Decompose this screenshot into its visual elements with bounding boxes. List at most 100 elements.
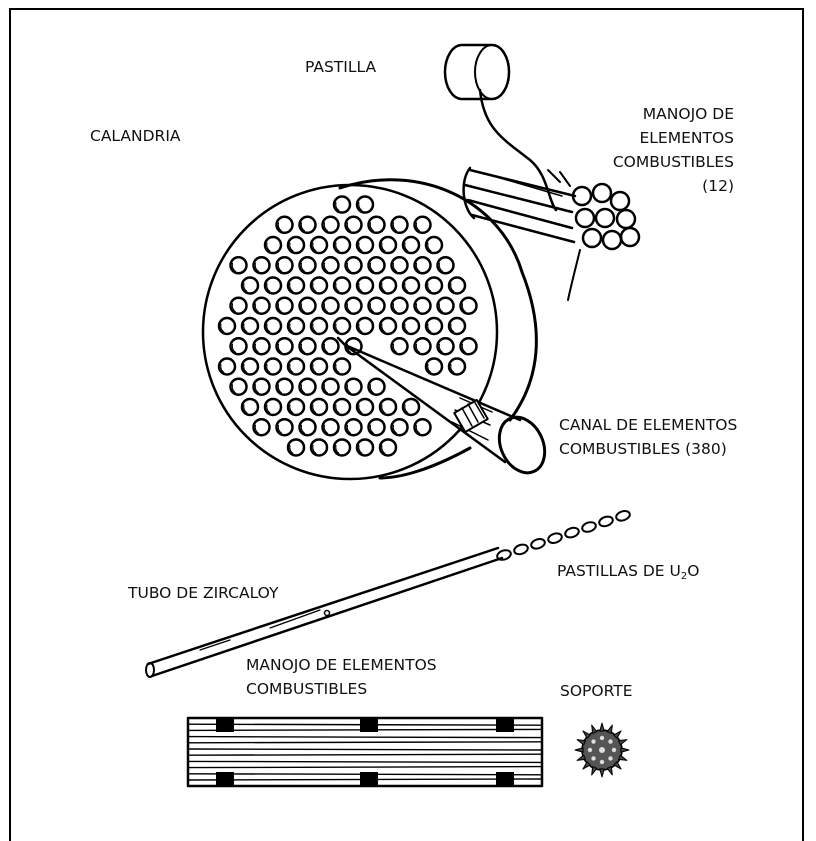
support-hole (600, 736, 604, 740)
calandria-hole (242, 399, 258, 415)
uo2-pellet (581, 521, 597, 534)
calandria-hole (242, 318, 258, 334)
support-hole (591, 739, 595, 743)
bundle-rod-line (188, 742, 542, 743)
support-hole (608, 739, 612, 743)
calandria-hole (300, 379, 316, 395)
uo2-pellet (530, 537, 546, 550)
calandria-hole (277, 379, 293, 395)
calandria-hole (415, 257, 431, 273)
calandria-hole (357, 278, 373, 294)
support-tooth (619, 755, 627, 760)
calandria-hole (265, 358, 281, 374)
calandria-tube-holes (219, 197, 477, 456)
calandria-hole (357, 439, 373, 455)
label-manojo-12-line4: (12) (560, 175, 734, 197)
calandria-hole (254, 257, 270, 273)
calandria-hole (288, 237, 304, 253)
calandria-hole (438, 298, 454, 314)
calandria-hole (254, 379, 270, 395)
calandria-hole (277, 217, 293, 233)
calandria-hole (265, 278, 281, 294)
calandria-hole (334, 197, 350, 213)
calandria-hole (334, 318, 350, 334)
support-tooth (577, 740, 585, 745)
support-hole (588, 748, 592, 752)
calandria-hole (219, 358, 235, 374)
calandria-hole (231, 379, 247, 395)
calandria-hole (369, 298, 385, 314)
calandria-hole (300, 298, 316, 314)
end-plate-support-illustration (575, 723, 629, 777)
support-tooth (600, 723, 605, 731)
calandria-vessel (203, 180, 536, 479)
support-hole (600, 760, 604, 764)
label-pastillas-suffix: O (687, 562, 699, 580)
uo2-pellet (598, 515, 614, 528)
label-canal-line1: CANAL DE ELEMENTOS (559, 414, 737, 436)
uo2-pellet (547, 532, 563, 545)
bundle-rod-line (188, 767, 542, 768)
label-canal-line2: COMBUSTIBLES (380) (559, 438, 727, 460)
label-pastillas-prefix: PASTILLAS DE U (557, 562, 681, 580)
calandria-hole (300, 257, 316, 273)
calandria-hole (334, 358, 350, 374)
calandria-hole (392, 298, 408, 314)
calandria-hole (311, 399, 327, 415)
fuel-bundle-side-illustration (188, 718, 542, 786)
label-tubo-zircaloy: TUBO DE ZIRCALOY (128, 582, 278, 604)
calandria-hole (426, 278, 442, 294)
label-calandria: CALANDRIA (90, 125, 181, 147)
support-hole (612, 748, 616, 752)
calandria-hole (334, 399, 350, 415)
calandria-hole (334, 237, 350, 253)
calandria-hole (415, 298, 431, 314)
support-tooth (592, 725, 597, 733)
label-manojo-12-line3: COMBUSTIBLES (560, 151, 734, 173)
calandria-hole (346, 257, 362, 273)
calandria-hole (323, 257, 339, 273)
label-pastilla: PASTILLA (305, 56, 376, 78)
support-tooth (607, 725, 612, 733)
support-hole (591, 756, 595, 760)
calandria-hole (403, 278, 419, 294)
support-center-hole (599, 747, 605, 753)
uo2-pellet (496, 549, 512, 562)
calandria-hole (323, 338, 339, 354)
calandria-hole (323, 298, 339, 314)
bundle-rod-line (188, 737, 542, 738)
calandria-hole (449, 278, 465, 294)
bundle-rod-lines (188, 724, 542, 780)
calandria-hole (461, 298, 477, 314)
calandria-hole (300, 217, 316, 233)
label-manojo-line2: COMBUSTIBLES (246, 678, 367, 700)
uo2-pellets-row (496, 509, 631, 561)
bundle-rod-line (188, 761, 542, 762)
support-tooth (621, 748, 629, 753)
calandria-hole (254, 419, 270, 435)
calandria-hole (426, 358, 442, 374)
calandria-hole (369, 419, 385, 435)
calandria-hole (380, 278, 396, 294)
pellet-illustration (445, 45, 509, 99)
calandria-hole (334, 439, 350, 455)
calandria-hole (461, 338, 477, 354)
uo2-pellet (564, 526, 580, 539)
calandria-hole (323, 419, 339, 435)
calandria-hole (277, 257, 293, 273)
calandria-hole (357, 318, 373, 334)
calandria-hole (369, 379, 385, 395)
support-tooth (607, 767, 612, 775)
calandria-hole (288, 439, 304, 455)
calandria-hole (346, 419, 362, 435)
calandria-hole (403, 399, 419, 415)
label-manojo-12-line2: ELEMENTOS (560, 127, 734, 149)
calandria-hole (392, 338, 408, 354)
calandria-hole (311, 237, 327, 253)
calandria-hole (277, 298, 293, 314)
support-tooth (619, 740, 627, 745)
calandria-hole (357, 237, 373, 253)
calandria-hole (357, 399, 373, 415)
uo2-pellet (513, 543, 529, 556)
label-soporte: SOPORTE (560, 680, 633, 702)
